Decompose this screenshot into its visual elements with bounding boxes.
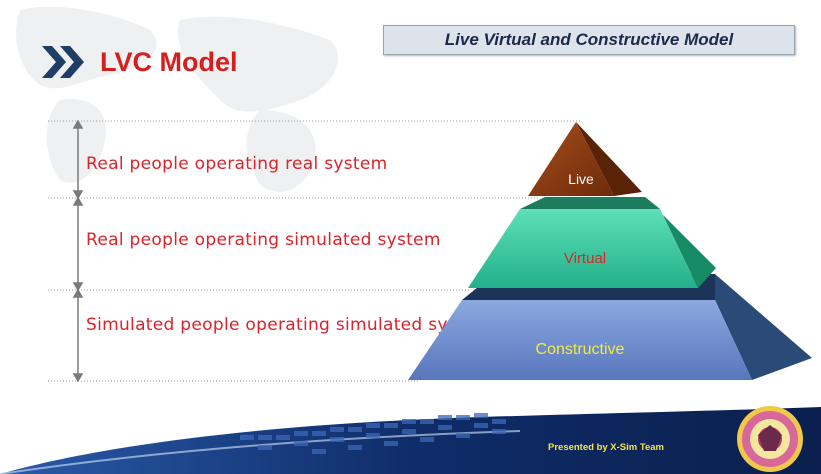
arrowhead-live-top [72,119,84,129]
page-title: LVC Model [100,46,238,77]
tier-label-constructive: Constructive [536,341,625,358]
footer-band [0,406,821,474]
live-front-face [528,122,614,196]
arrowhead-virtual-top [72,196,84,206]
virtual-front-face [468,209,698,288]
footer-wave [0,407,821,474]
live-side-face [576,122,642,196]
tier-label-live: Live [568,171,594,187]
arrowhead-live-bottom [72,190,84,200]
arrowhead-constructive-bottom [72,373,84,383]
label-constructive: Simulated people operating simulated sys… [86,315,492,335]
label-virtual: Real people operating simulated system [86,230,441,250]
pyramid-tier-virtual [468,197,716,288]
footer-pixel-pattern [240,413,506,454]
pyramid-tier-constructive [408,274,812,380]
virtual-top-face [520,197,660,209]
title-row: LVC Model [42,42,238,82]
constructive-front-face [408,300,752,380]
double-chevron-icon [42,46,84,78]
virtual-side-face [645,197,716,288]
arrowhead-virtual-bottom [72,282,84,292]
tier-label-virtual: Virtual [564,250,606,267]
arrowhead-constructive-top [72,288,84,298]
pyramid-tier-live [528,122,642,196]
emblem-logo [737,406,803,472]
constructive-side-face [715,274,812,380]
header-banner: Live Virtual and Constructive Model [383,25,795,55]
presenter-credit: Presented by X-Sim Team [548,442,664,453]
header-banner-text: Live Virtual and Constructive Model [444,30,734,49]
label-live: Real people operating real system [86,154,388,174]
